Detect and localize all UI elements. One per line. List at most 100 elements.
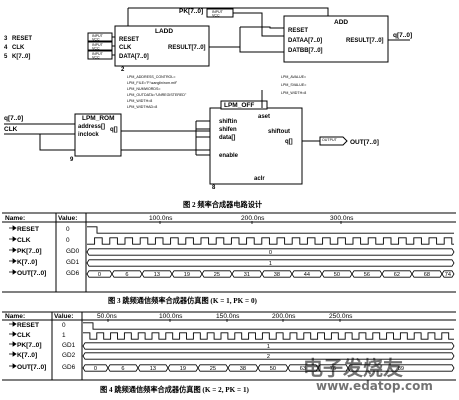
pk-vcc-tag: VCC — [212, 14, 220, 18]
time-tick-label: 250.0ns — [329, 313, 353, 320]
shift-param: LPM_WIDTH=8 — [281, 91, 306, 95]
wave-reset-trace — [83, 322, 454, 330]
ladd-port-clk: CLK — [119, 45, 132, 51]
signal-name: PK[7..0] — [17, 248, 42, 255]
bus-value: 13 — [150, 366, 156, 372]
shift-title: LPM_OFF — [224, 102, 254, 109]
bus-value: 1 — [269, 261, 272, 267]
bus-value: 31 — [244, 272, 250, 278]
signal-value: GD0 — [66, 248, 80, 255]
pin-vcc-reset: VCC — [92, 38, 100, 42]
wave-clk — [87, 237, 454, 245]
signal-value: GD6 — [66, 270, 80, 277]
ladd-title: LADD — [155, 28, 173, 35]
sim2-header-value: Value: — [54, 313, 73, 320]
pin-num-k: 5 — [4, 54, 8, 60]
signal-name: RESET — [17, 226, 39, 233]
time-tick-label: 150.0ns — [216, 313, 240, 320]
rom-param: LPM_ADDRESS_CONTROL= — [127, 75, 175, 79]
bus-value: 0 — [94, 366, 97, 372]
q-label-left: q[7..0] — [4, 115, 23, 122]
signal-name: PK[7..0] — [17, 342, 42, 349]
add-port-reset: RESET — [288, 28, 308, 34]
pin-vcc-clk: VCC — [92, 47, 100, 51]
rom-port-q: q[] — [110, 127, 118, 133]
schematic: PK[7..0] INPUT VCC ADD RESET DATAA[7..0]… — [4, 7, 412, 191]
wave-clk — [83, 332, 454, 340]
signal-arrow-icon — [9, 363, 17, 369]
signal-arrow-icon — [9, 236, 17, 242]
bus-value: 1 — [267, 344, 270, 350]
bus-value: 19 — [184, 272, 190, 278]
pin-name-reset: RESET — [12, 36, 32, 42]
sim1-header-value: Value: — [58, 215, 77, 222]
signal-value: GD6 — [62, 364, 76, 371]
signal-row: K[7..0] GD2 — [9, 351, 76, 359]
signal-value: GD2 — [62, 352, 76, 359]
shift-port-shiftin: shiftin — [219, 119, 237, 125]
rom-port-address: address[] — [78, 124, 105, 130]
bus-value: 0 — [269, 250, 272, 256]
bus-value: 2 — [267, 354, 270, 360]
shift-index: 8 — [212, 185, 216, 191]
signal-name: CLK — [17, 237, 31, 244]
watermark-cn: 电子发烧友 — [303, 356, 403, 380]
shift-param: LPM_SVALUE= — [281, 83, 306, 87]
wave-clk-trace — [83, 332, 454, 340]
rom-title: LPM_ROM — [82, 115, 115, 122]
bus-value: 89 — [398, 366, 404, 372]
shift-param: LPM_AVALUE= — [281, 75, 306, 79]
bus-segment — [82, 352, 455, 360]
shift-title-tab — [220, 100, 268, 110]
rom-param: LPM_NUMWORDS= — [127, 87, 160, 91]
signal-value: GD1 — [62, 342, 76, 349]
pk-input-tag: INPUT — [212, 10, 224, 14]
pin-tag-k: INPUT — [92, 52, 104, 56]
signal-name: K[7..0] — [17, 352, 37, 359]
output-pin — [319, 136, 348, 146]
pin-tag-reset: INPUT — [92, 34, 104, 38]
signal-name: K[7..0] — [17, 259, 37, 266]
signal-arrow-icon — [9, 269, 17, 275]
caption-fig4: 图 4 跳频通信频率合成器仿真图 (K = 2, PK = 1) — [100, 385, 250, 394]
signal-value: 1 — [62, 332, 66, 339]
rom-params: LPM_ADDRESS_CONTROL= LPM_FILE="F:\sangli… — [127, 75, 187, 109]
signal-row: CLK 1 — [9, 331, 66, 339]
wave-reset — [83, 322, 454, 330]
pin-name-k: K[7..0] — [12, 54, 30, 60]
caption-fig2: 图 2 频率合成器电路设计 — [183, 200, 263, 209]
bus-segment — [441, 270, 455, 278]
rom-port-inclock: inclock — [78, 132, 99, 138]
bus-value: 38 — [240, 366, 246, 372]
wave-k: 2 — [82, 352, 455, 360]
bus-value: 50 — [270, 366, 276, 372]
signal-arrow-icon — [9, 351, 17, 357]
shift-block — [209, 107, 303, 185]
q-label-top: q[7..0] — [393, 32, 412, 39]
wave-reset — [87, 226, 454, 234]
sim2-header-name: Name: — [5, 313, 25, 320]
wire-pk-add — [233, 12, 284, 37]
bus-value: 76 — [330, 366, 336, 372]
pin-num-reset: 3 — [4, 36, 8, 42]
bus-value: 25 — [210, 366, 216, 372]
signal-name: CLK — [17, 332, 31, 339]
signal-row: PK[7..0] GD0 — [9, 247, 80, 255]
bus-segment — [86, 248, 455, 256]
signal-arrow-icon — [9, 321, 17, 327]
shift-port-data: data[] — [219, 135, 235, 141]
bus-value: 19 — [180, 366, 186, 372]
bus-value: 13 — [154, 272, 160, 278]
bus-value: 44 — [304, 272, 310, 278]
signal-value: 0 — [62, 322, 66, 329]
shift-aclr: aclr — [254, 176, 265, 182]
bus-value: 63 — [300, 366, 306, 372]
pin-tag-clk: INPUT — [92, 43, 104, 47]
input-pin-group: 3 RESET INPUT VCC 4 CLK INPUT VCC 5 K[7.… — [4, 32, 115, 60]
bus-segment — [82, 342, 455, 350]
